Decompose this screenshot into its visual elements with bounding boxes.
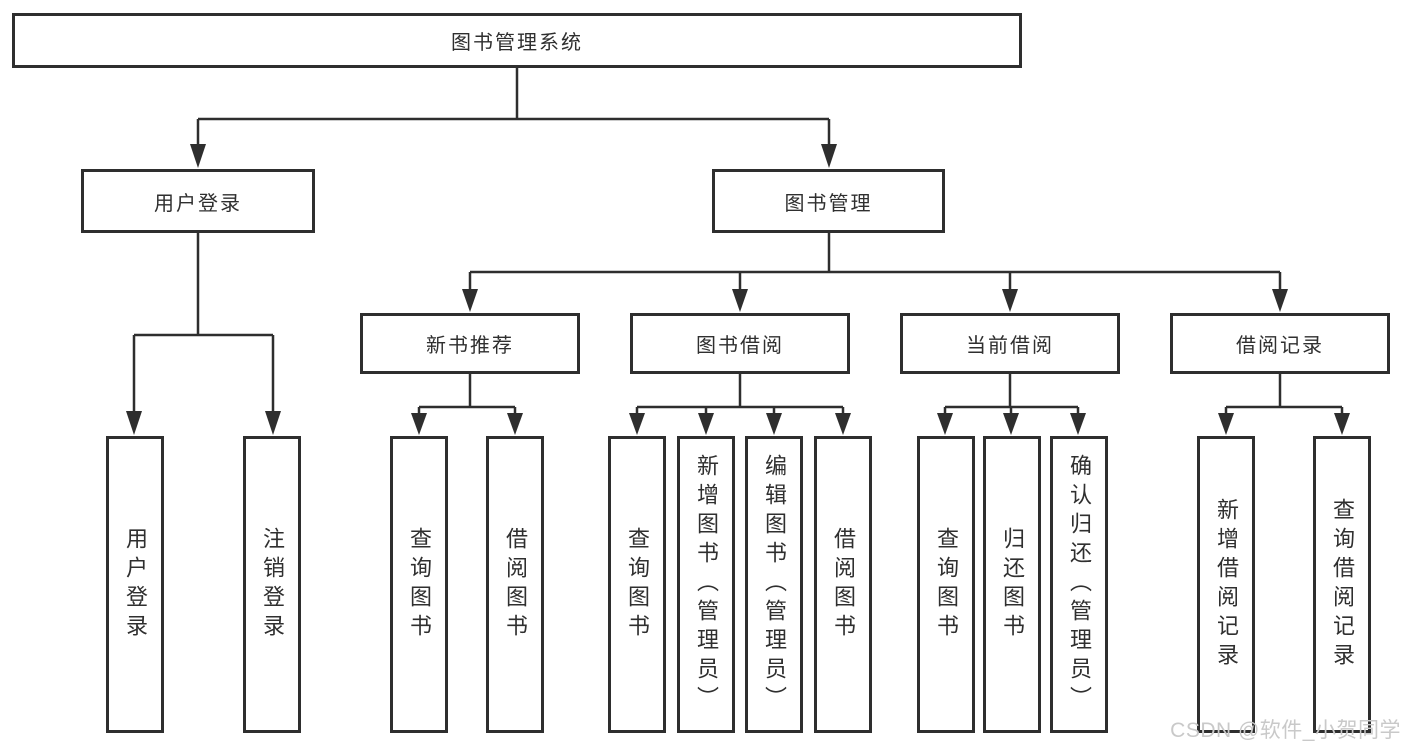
node-new-book-recommend-label: 新书推荐 xyxy=(426,335,514,357)
node-borrowing-records: 借阅记录 xyxy=(1170,313,1390,374)
connector-new-book-recommend-to-leaves xyxy=(411,374,523,435)
node-book-management: 图书管理 xyxy=(712,169,945,233)
connector-book-borrowing-to-leaves xyxy=(629,374,851,435)
csdn-watermark: CSDN @软件_小贺同学 xyxy=(1170,719,1401,742)
leaf-borrow-books-recommend-label: 借阅图书 xyxy=(503,526,528,643)
leaf-confirm-return-admin: 确认归还（管理员） xyxy=(1050,436,1108,733)
leaf-logout-label: 注销登录 xyxy=(260,526,285,643)
node-user-login-label: 用户登录 xyxy=(154,192,242,215)
leaf-borrow-books-recommend: 借阅图书 xyxy=(486,436,544,733)
connector-user-login-to-leaves xyxy=(126,233,281,435)
leaf-query-books-current: 查询图书 xyxy=(917,436,975,733)
leaf-borrow-books: 借阅图书 xyxy=(814,436,872,733)
node-current-borrowing: 当前借阅 xyxy=(900,313,1120,374)
connector-current-borrowing-to-leaves xyxy=(937,374,1086,435)
leaf-user-login: 用户登录 xyxy=(106,436,164,733)
leaf-return-books-label: 归还图书 xyxy=(1000,526,1025,643)
leaf-borrow-books-label: 借阅图书 xyxy=(831,526,856,643)
leaf-user-login-label: 用户登录 xyxy=(123,526,148,643)
connector-borrowing-records-to-leaves xyxy=(1218,374,1350,435)
connector-book-management-to-level3 xyxy=(462,233,1288,312)
leaf-query-books-borrowing: 查询图书 xyxy=(608,436,666,733)
leaf-return-books: 归还图书 xyxy=(983,436,1041,733)
node-new-book-recommend: 新书推荐 xyxy=(360,313,580,374)
leaf-add-borrow-record-label: 新增借阅记录 xyxy=(1214,497,1239,672)
node-current-borrowing-label: 当前借阅 xyxy=(966,335,1054,357)
leaf-add-book-admin: 新增图书（管理员） xyxy=(677,436,735,733)
leaf-query-books-recommend: 查询图书 xyxy=(390,436,448,733)
leaf-confirm-return-admin-label: 确认归还（管理员） xyxy=(1067,454,1092,715)
leaf-edit-book-admin: 编辑图书（管理员） xyxy=(745,436,803,733)
node-root-label: 图书管理系统 xyxy=(451,32,583,54)
node-root-system: 图书管理系统 xyxy=(12,13,1022,68)
leaf-logout: 注销登录 xyxy=(243,436,301,733)
leaf-query-borrow-record-label: 查询借阅记录 xyxy=(1330,497,1355,672)
node-user-login: 用户登录 xyxy=(81,169,315,233)
leaf-query-books-recommend-label: 查询图书 xyxy=(407,526,432,643)
node-borrowing-records-label: 借阅记录 xyxy=(1236,335,1324,357)
leaf-query-books-borrowing-label: 查询图书 xyxy=(625,526,650,643)
leaf-edit-book-admin-label: 编辑图书（管理员） xyxy=(762,454,787,715)
leaf-add-borrow-record: 新增借阅记录 xyxy=(1197,436,1255,733)
node-book-management-label: 图书管理 xyxy=(784,192,873,215)
node-book-borrowing-label: 图书借阅 xyxy=(696,335,784,357)
leaf-query-borrow-record: 查询借阅记录 xyxy=(1313,436,1371,733)
connector-root-to-level2 xyxy=(190,68,837,168)
node-book-borrowing: 图书借阅 xyxy=(630,313,850,374)
leaf-add-book-admin-label: 新增图书（管理员） xyxy=(694,454,719,715)
leaf-query-books-current-label: 查询图书 xyxy=(934,526,959,643)
